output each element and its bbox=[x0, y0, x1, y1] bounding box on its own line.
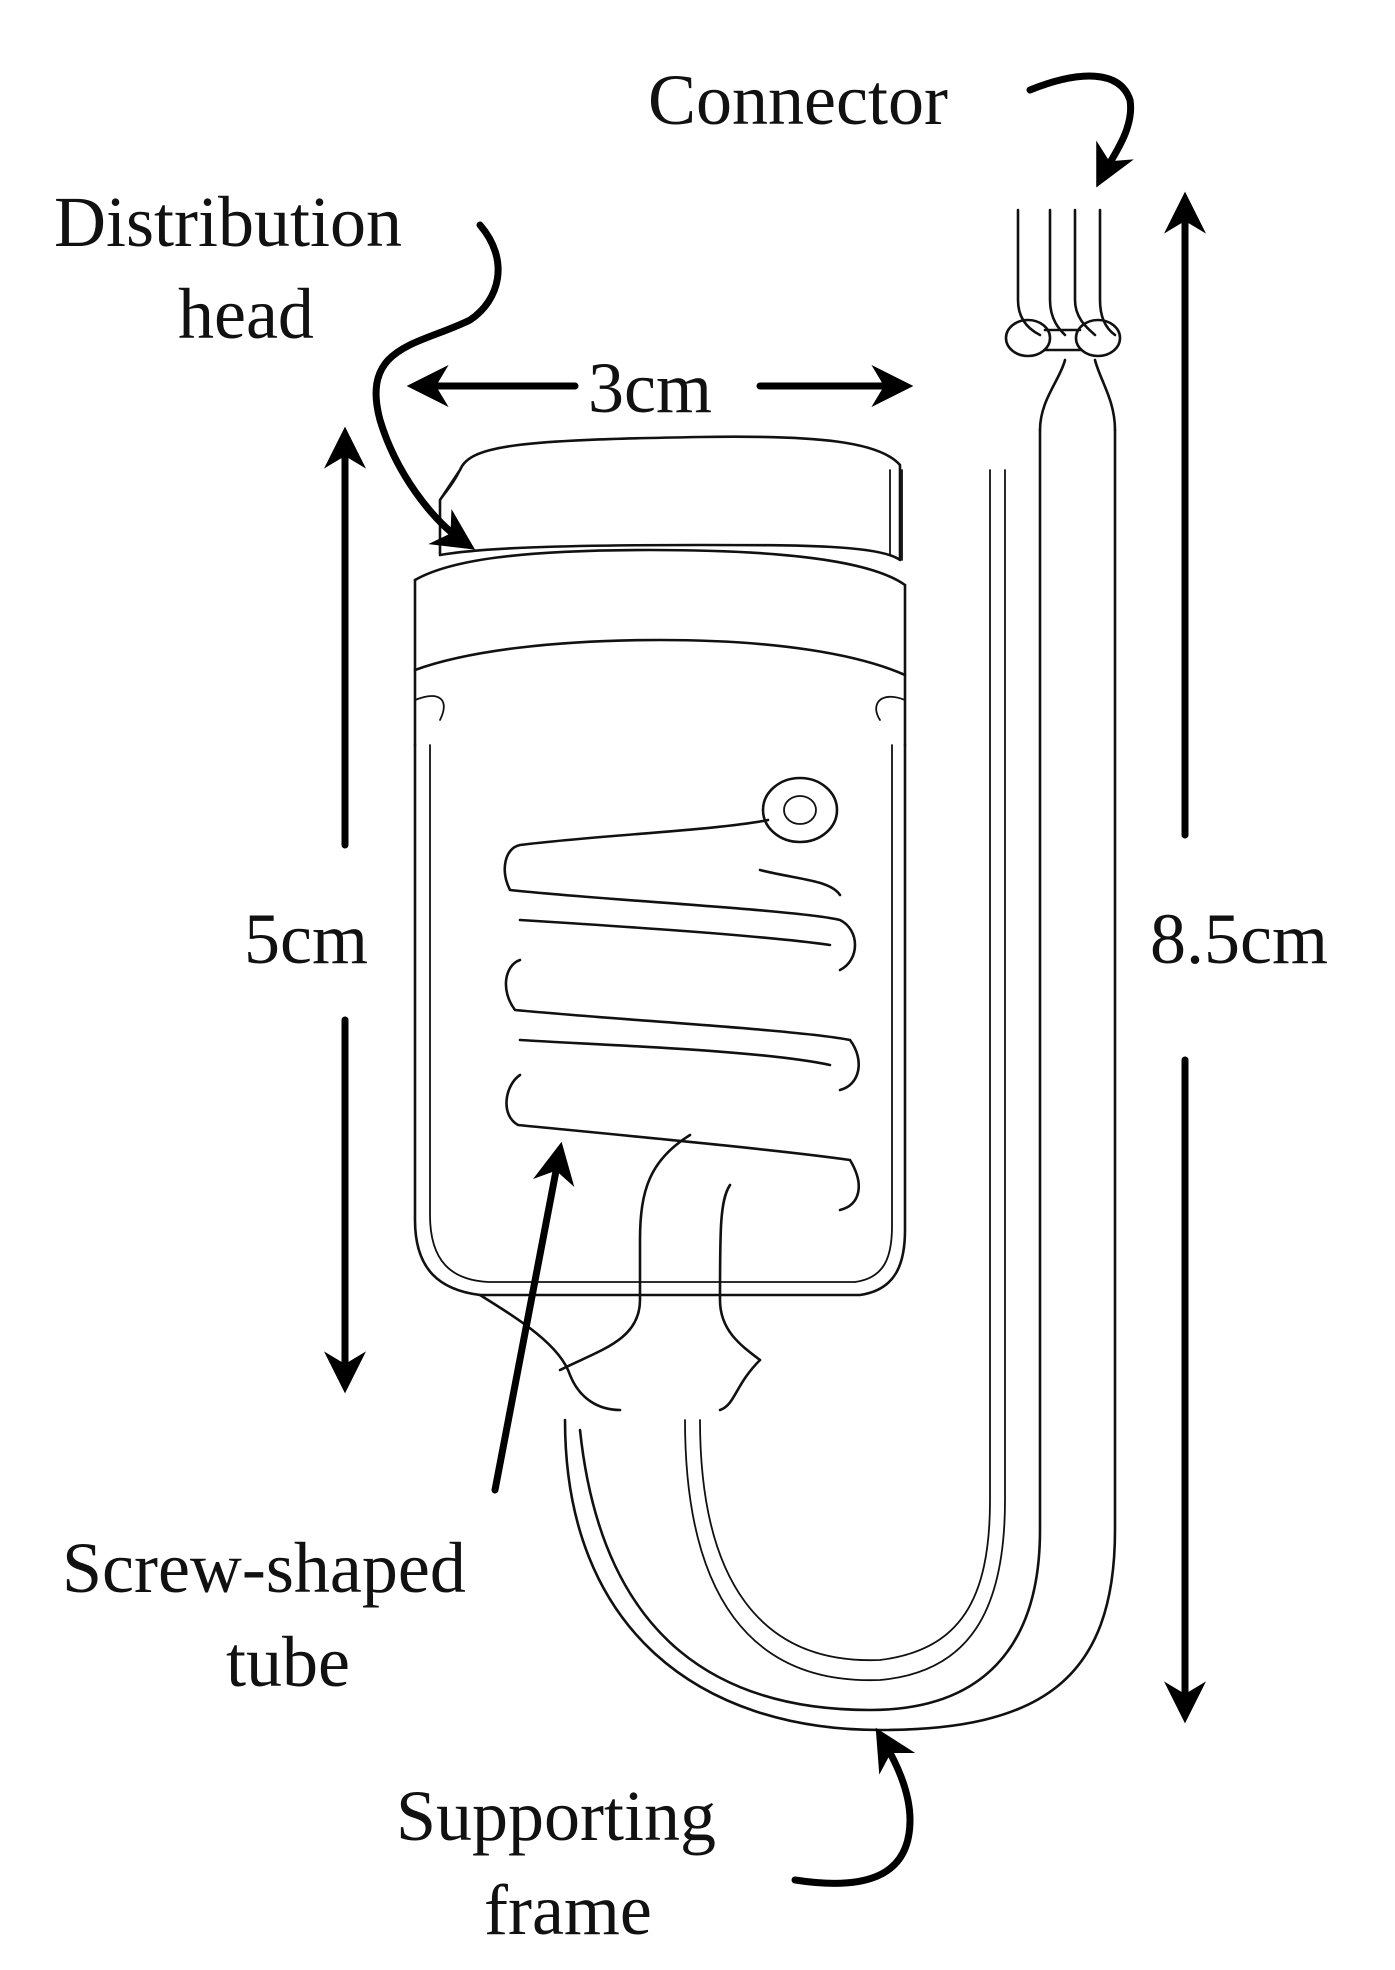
supporting-frame-label-line2: frame bbox=[484, 1870, 652, 1950]
height-dimension-label: 5cm bbox=[244, 899, 368, 979]
connector-arrow bbox=[1026, 72, 1135, 188]
supporting-frame-label-line1: Supporting bbox=[396, 1776, 716, 1856]
width-dimension-label: 3cm bbox=[588, 348, 712, 428]
distribution-head-cap bbox=[438, 435, 903, 562]
distribution-head-arrow bbox=[372, 221, 502, 550]
screw-tube-label-line2: tube bbox=[226, 1622, 350, 1702]
connector-label: Connector bbox=[648, 60, 948, 140]
bottom-outlet bbox=[478, 1293, 762, 1412]
connector-fitting bbox=[1004, 208, 1122, 358]
length-dimension-label: 8.5cm bbox=[1150, 899, 1328, 979]
supporting-frame-arrow bbox=[791, 1727, 916, 1887]
screw-tube-arrow bbox=[491, 1141, 575, 1494]
screw-tube-label-line1: Screw-shaped bbox=[62, 1528, 466, 1608]
distribution-head-label-line1: Distribution bbox=[54, 182, 402, 262]
screw-tube-coil bbox=[503, 776, 860, 1372]
collar-band bbox=[413, 548, 907, 747]
distribution-head-label-line2: head bbox=[178, 274, 314, 354]
supporting-frame bbox=[563, 358, 1117, 1732]
